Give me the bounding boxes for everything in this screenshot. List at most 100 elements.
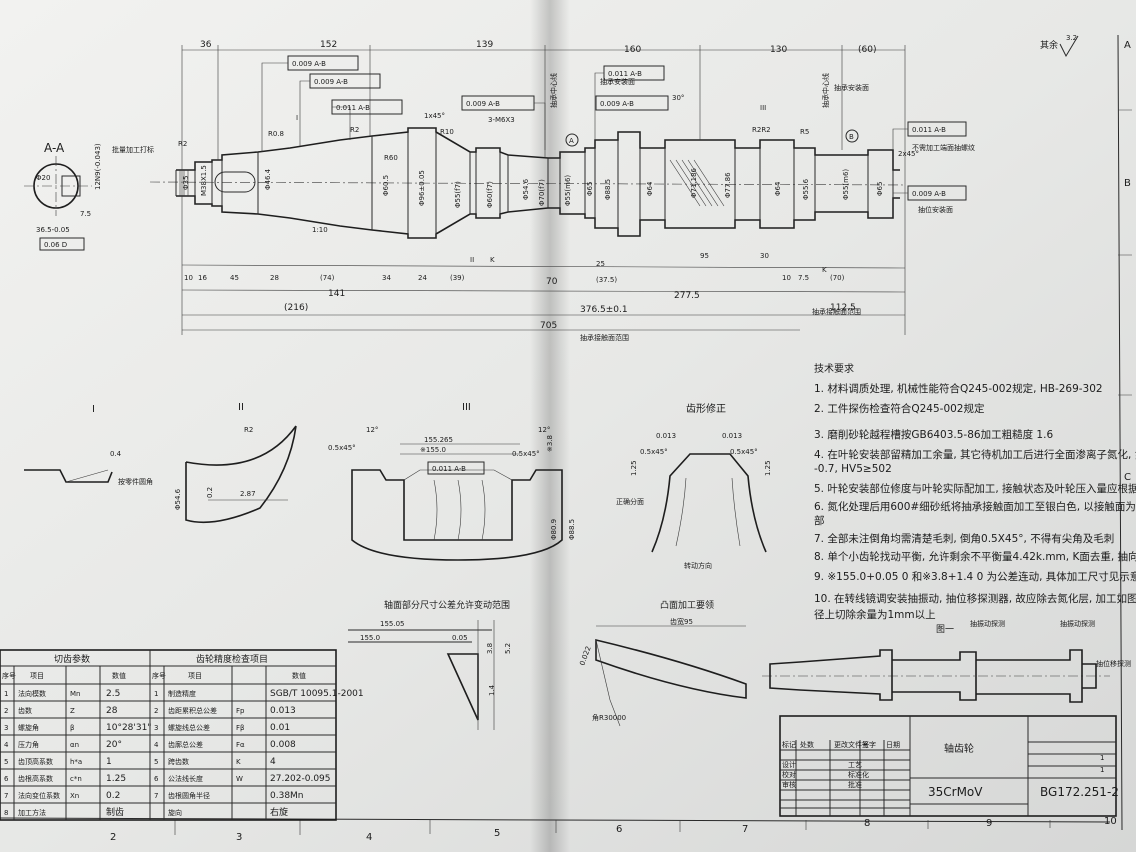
svg-text:(39): (39): [450, 274, 465, 282]
svg-text:抽位移探测: 抽位移探测: [1096, 659, 1131, 668]
svg-text:C: C: [1124, 472, 1131, 483]
svg-text:※155.0: ※155.0: [420, 446, 446, 454]
svg-text:按零件圆角: 按零件圆角: [118, 477, 153, 486]
table-cell: 7: [154, 792, 158, 800]
svg-text:3.2: 3.2: [1066, 34, 1077, 42]
figure-1: 图一 抽振动探测 抽振动探测 抽位移探测: [762, 619, 1131, 703]
svg-text:376.5±0.1: 376.5±0.1: [580, 305, 628, 315]
svg-text:16: 16: [198, 274, 207, 282]
svg-text:24: 24: [418, 274, 427, 282]
table-cell: 齿根圆角半径: [168, 791, 210, 800]
svg-text:序号: 序号: [2, 671, 16, 680]
svg-text:0.009 A-B: 0.009 A-B: [912, 190, 946, 198]
svg-text:Φ60(f7): Φ60(f7): [486, 181, 494, 208]
svg-text:批量加工打标: 批量加工打标: [112, 145, 154, 154]
svg-text:0.009 A-B: 0.009 A-B: [292, 60, 326, 68]
table-cell: c*n: [70, 775, 82, 783]
svg-text:A-A: A-A: [44, 141, 65, 155]
svg-text:95: 95: [700, 252, 709, 260]
svg-text:0.013: 0.013: [656, 432, 676, 440]
svg-text:10. 在转线镜调安装抽振动, 抽位移探测器, 故应除去氮化: 10. 在转线镜调安装抽振动, 抽位移探测器, 故应除去氮化层, 加工如图一所示…: [814, 592, 1136, 605]
svg-text:0.06 D: 0.06 D: [44, 241, 67, 249]
table-cell: 法向变位系数: [18, 791, 60, 800]
svg-text:10: 10: [184, 274, 193, 282]
svg-text:图一: 图一: [936, 624, 954, 635]
svg-text:7. 全部未注倒角均需清楚毛刺, 倒角0.5X45°, 不得: 7. 全部未注倒角均需清楚毛刺, 倒角0.5X45°, 不得有尖角及毛刺: [814, 532, 1114, 545]
table-cell: 跨齿数: [168, 757, 189, 766]
svg-text:(37.5): (37.5): [596, 276, 617, 284]
svg-text:Φ55(m6): Φ55(m6): [842, 169, 850, 200]
svg-text:轴齿轮: 轴齿轮: [944, 742, 974, 755]
svg-text:36.5-0.05: 36.5-0.05: [36, 226, 70, 234]
table-cell: 旋向: [168, 808, 182, 817]
svg-text:项目: 项目: [30, 672, 44, 680]
svg-text:0.011 A-B: 0.011 A-B: [336, 104, 370, 112]
svg-text:抽承中心线: 抽承中心线: [821, 73, 830, 108]
technical-requirements: 技术要求 1. 材料调质处理, 机械性能符合Q245-002规定, HB-269…: [814, 362, 1136, 621]
table-cell: 4: [4, 741, 9, 749]
svg-text:正确分面: 正确分面: [616, 497, 644, 506]
svg-text:R60: R60: [384, 154, 398, 162]
svg-text:25: 25: [596, 260, 605, 268]
table-cell: 6: [154, 775, 159, 783]
svg-text:Φ64: Φ64: [774, 181, 782, 196]
svg-text:Φ80.9: Φ80.9: [550, 519, 558, 540]
svg-text:※3.8: ※3.8: [546, 435, 554, 452]
table-cell: 1: [4, 690, 8, 698]
svg-text:抽位安装面: 抽位安装面: [918, 205, 953, 214]
svg-text:139: 139: [476, 40, 493, 50]
svg-text:标准化: 标准化: [848, 770, 869, 779]
svg-text:155.265: 155.265: [424, 436, 453, 444]
svg-text:1.4: 1.4: [488, 684, 496, 696]
svg-text:Φ35: Φ35: [182, 176, 190, 190]
geometric-tolerance-frames: 0.009 A-B 0.009 A-B 0.011 A-B 0.009 A-B …: [261, 55, 967, 201]
svg-text:Φ54.6: Φ54.6: [522, 178, 530, 200]
svg-text:155.0: 155.0: [360, 634, 380, 642]
svg-text:轴面部分尺寸公差允许变动范围: 轴面部分尺寸公差允许变动范围: [384, 599, 510, 611]
svg-text:A: A: [569, 137, 574, 145]
svg-text:0.2: 0.2: [206, 487, 214, 498]
svg-text:审核: 审核: [782, 780, 796, 789]
table-cell: 加工方法: [18, 808, 46, 817]
svg-text:36: 36: [200, 40, 212, 50]
table-cell: Fp: [236, 707, 245, 715]
table-cell: 5: [154, 758, 158, 766]
svg-text:Φ88.5: Φ88.5: [604, 179, 612, 200]
svg-text:数值: 数值: [112, 671, 126, 680]
svg-text:5. 叶轮安装部位修度与叶轮实际配加工, 接触状态及叶轮压入: 5. 叶轮安装部位修度与叶轮实际配加工, 接触状态及叶轮压入量应根据叶轮加工图确…: [814, 482, 1136, 495]
table-cell: 27.202-0.095: [270, 774, 331, 784]
svg-text:M38X1.5: M38X1.5: [200, 165, 208, 196]
svg-text:10: 10: [1104, 816, 1117, 827]
svg-text:I: I: [296, 114, 298, 122]
svg-text:抽振动探测: 抽振动探测: [970, 619, 1005, 628]
title-block: 标记 处数 更改文件号 签字 日期 设计 校对 审核 工艺 标准化 批准 轴齿轮…: [779, 715, 1119, 817]
svg-text:K: K: [822, 266, 827, 274]
svg-text:Φ20: Φ20: [36, 174, 50, 182]
svg-text:II: II: [470, 256, 474, 264]
drawing-frame: [0, 34, 1123, 831]
svg-text:BG172.251-2: BG172.251-2: [1040, 785, 1119, 799]
svg-text:转动方向: 转动方向: [684, 561, 712, 570]
radius-marks: R2 R0.8 R10 R2 R60 R2R2 R5 1x45° 30° 2x4…: [178, 94, 919, 274]
svg-text:数值: 数值: [292, 671, 306, 680]
svg-text:K: K: [490, 256, 495, 264]
table-cell: 3: [4, 724, 8, 732]
svg-text:齿轮精度检查项目: 齿轮精度检查项目: [196, 653, 268, 665]
table-cell: 1: [106, 757, 112, 767]
svg-text:277.5: 277.5: [674, 291, 700, 301]
svg-text:130: 130: [770, 45, 787, 55]
svg-text:序号: 序号: [152, 671, 166, 680]
svg-text:设计: 设计: [782, 760, 796, 769]
table-cell: 2: [4, 707, 8, 715]
table-cell: 28: [106, 706, 118, 716]
svg-text:160: 160: [624, 45, 641, 55]
table-cell: 20°: [106, 740, 122, 750]
svg-text:日期: 日期: [886, 741, 900, 749]
svg-text:5.2: 5.2: [504, 643, 512, 654]
svg-text:校对: 校对: [782, 770, 796, 779]
svg-text:8. 单个小齿轮找动平衡, 允许剩余不平衡量4.42k.mm: 8. 单个小齿轮找动平衡, 允许剩余不平衡量4.42k.mm, K面去重, 抽向…: [814, 550, 1136, 563]
svg-text:2: 2: [110, 832, 116, 843]
